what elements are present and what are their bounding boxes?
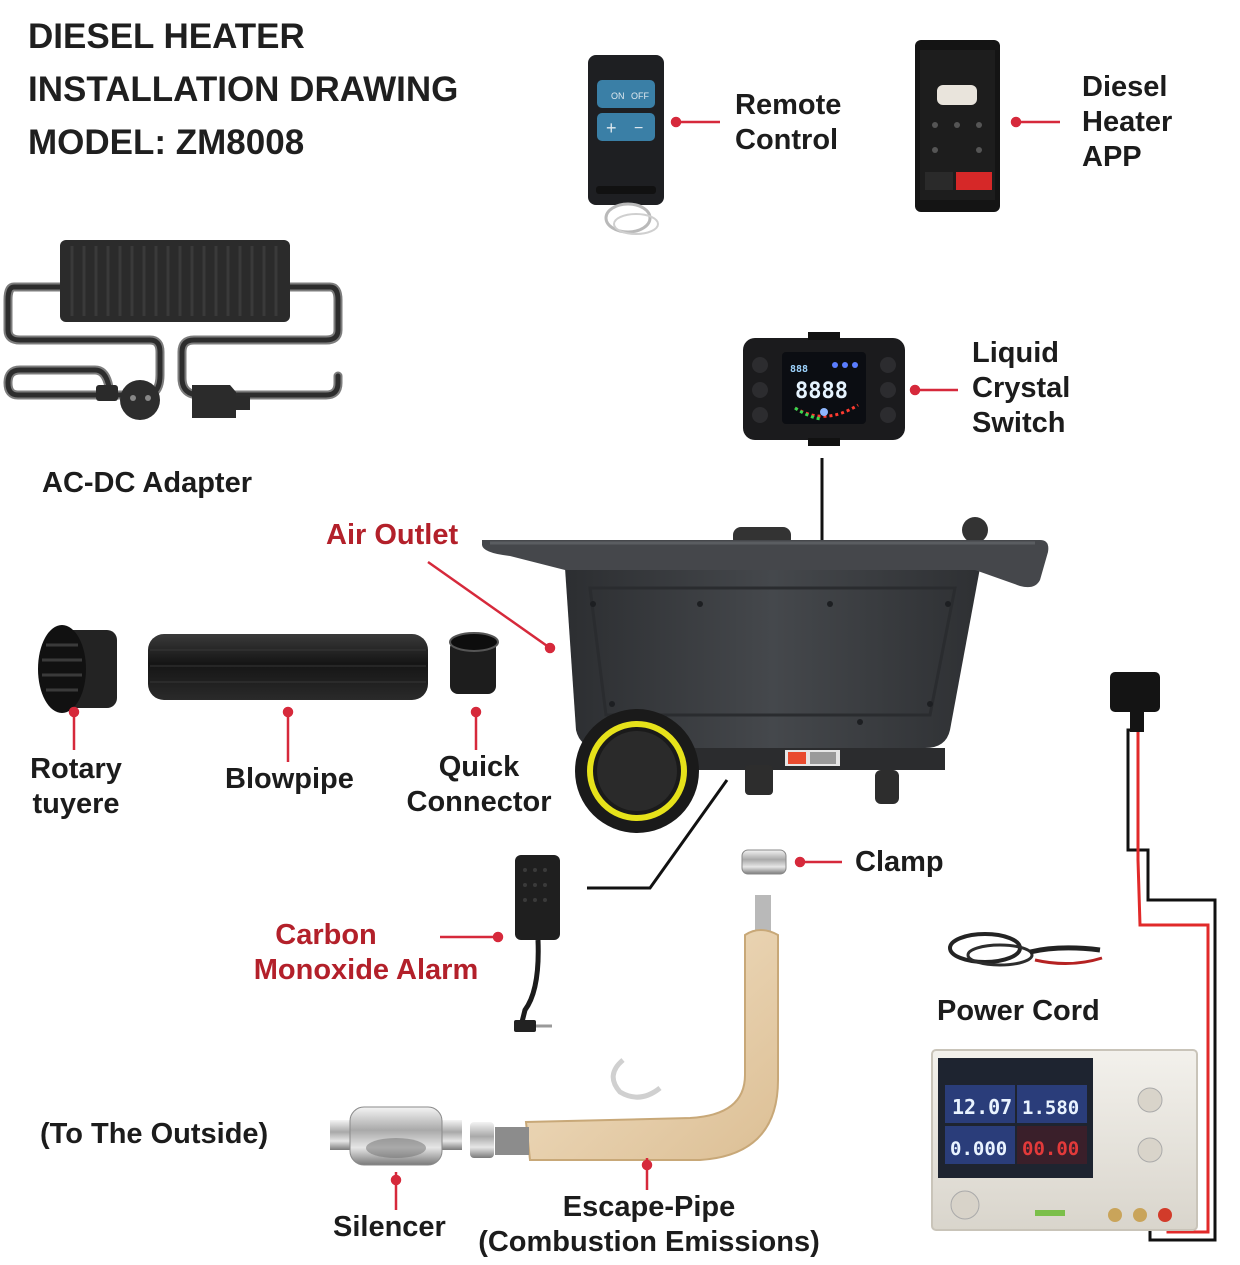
lcd-main-digits: 8888 [795, 379, 848, 404]
label-remote-control: Remote Control [735, 89, 842, 156]
label-carbon-monoxide-alarm: Carbon Monoxide Alarm [253, 919, 479, 986]
psu-volts-readout: 12.07 [952, 1095, 1012, 1119]
label-to-the-outside: (To The Outside) [40, 1118, 269, 1150]
diagram-title: DIESEL HEATER INSTALLATION DRAWING MODEL… [28, 10, 458, 169]
title-line-3: MODEL: ZM8008 [28, 123, 305, 162]
label-clamp: Clamp [855, 846, 944, 878]
diesel-heater-unit-image [482, 458, 1049, 833]
clamp-image [741, 849, 787, 875]
psu-watts-readout: 0.000 [950, 1138, 1007, 1160]
blowpipe-image [148, 634, 428, 700]
rotary-tuyere-image [38, 625, 117, 713]
psu-readout-4: 00.00 [1022, 1138, 1079, 1160]
heater-app-phone-image [915, 40, 1000, 212]
lcd-switch-image: 888 8888 [743, 332, 905, 446]
label-rotary-tuyere: Rotary tuyere [30, 753, 122, 820]
label-liquid-crystal-switch: Liquid Crystal Switch [972, 337, 1071, 439]
silencer-image [330, 1106, 462, 1166]
label-silencer: Silencer [333, 1211, 446, 1243]
remote-minus-text: − [634, 120, 643, 137]
power-supply-image: 12.07 1.580 0.000 00.00 [931, 1049, 1198, 1231]
remote-plus-text: + [606, 118, 617, 138]
leader-lines [68, 116, 1060, 1210]
psu-amps-readout: 1.580 [1022, 1097, 1079, 1119]
label-quick-connector: Quick Connector [406, 751, 552, 818]
label-ac-dc-adapter: AC-DC Adapter [42, 467, 252, 499]
label-escape-pipe: Escape-Pipe (Combustion Emissions) [478, 1191, 820, 1258]
co-alarm-cable-line [587, 779, 729, 890]
co-alarm-image [514, 855, 560, 1032]
power-cord-image [948, 672, 1217, 1242]
quick-connector-image [449, 632, 499, 694]
remote-off-text: OFF [631, 91, 649, 101]
label-diesel-heater-app: Diesel Heater APP [1082, 71, 1173, 173]
escape-pipe-image [470, 895, 779, 1161]
remote-on-text: ON [611, 91, 625, 101]
lcd-small-digits: 888 [790, 364, 808, 375]
ac-dc-adapter-image [3, 240, 343, 420]
title-line-2: INSTALLATION DRAWING [28, 70, 459, 109]
label-blowpipe: Blowpipe [225, 763, 354, 795]
remote-control-image: ON OFF + − [588, 55, 664, 235]
label-air-outlet: Air Outlet [326, 519, 459, 551]
label-power-cord: Power Cord [937, 995, 1100, 1027]
title-line-1: DIESEL HEATER [28, 17, 305, 56]
